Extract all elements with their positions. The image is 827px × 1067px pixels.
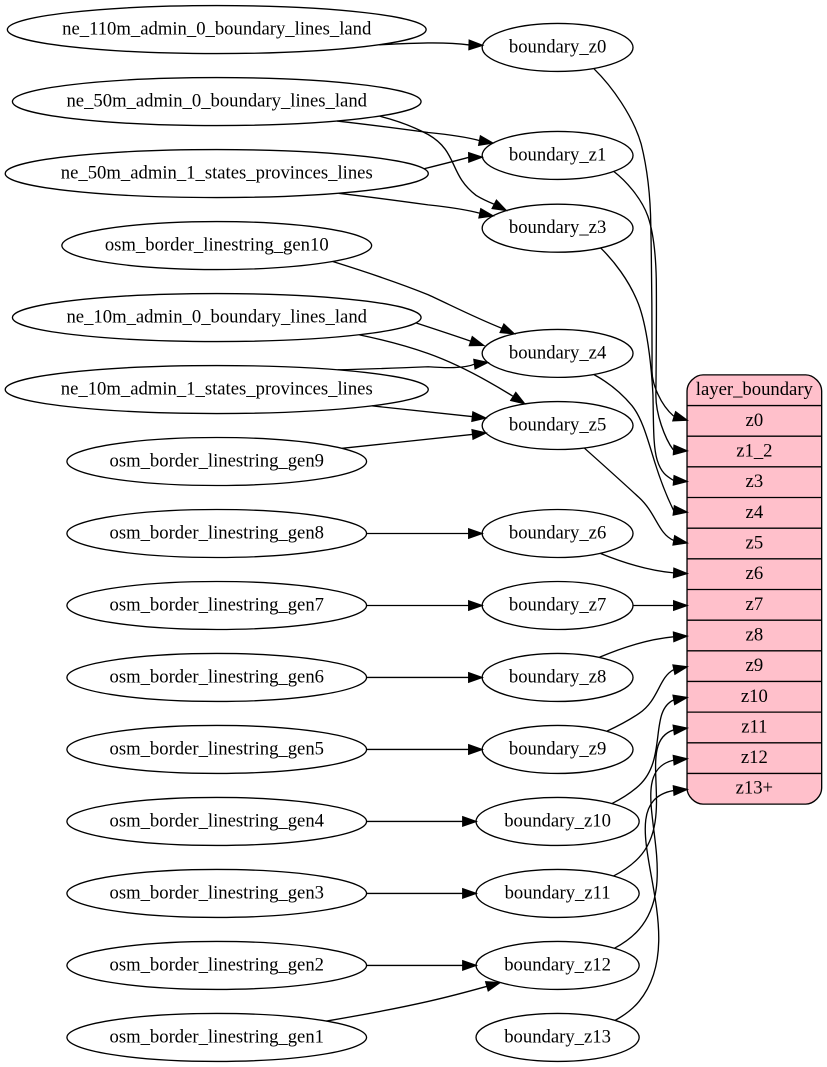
svg-text:z6: z6 bbox=[746, 563, 764, 584]
svg-text:layer_boundary: layer_boundary bbox=[696, 379, 814, 400]
svg-text:osm_border_linestring_gen9: osm_border_linestring_gen9 bbox=[109, 450, 324, 471]
svg-text:boundary_z3: boundary_z3 bbox=[509, 217, 606, 238]
svg-text:z1_2: z1_2 bbox=[736, 440, 772, 461]
svg-text:osm_border_linestring_gen5: osm_border_linestring_gen5 bbox=[109, 738, 324, 759]
svg-text:boundary_z13: boundary_z13 bbox=[504, 1026, 611, 1047]
svg-text:boundary_z4: boundary_z4 bbox=[509, 342, 607, 363]
svg-text:boundary_z6: boundary_z6 bbox=[509, 522, 606, 543]
svg-text:osm_border_linestring_gen8: osm_border_linestring_gen8 bbox=[109, 522, 324, 543]
svg-text:boundary_z12: boundary_z12 bbox=[504, 954, 611, 975]
svg-text:boundary_z9: boundary_z9 bbox=[509, 738, 606, 759]
svg-text:ne_10m_admin_0_boundary_lines_: ne_10m_admin_0_boundary_lines_land bbox=[66, 306, 367, 327]
svg-text:osm_border_linestring_gen3: osm_border_linestring_gen3 bbox=[109, 882, 324, 903]
svg-text:ne_110m_admin_0_boundary_lines: ne_110m_admin_0_boundary_lines_land bbox=[62, 19, 372, 40]
svg-text:z4: z4 bbox=[746, 502, 764, 523]
svg-text:boundary_z1: boundary_z1 bbox=[509, 144, 606, 165]
svg-text:osm_border_linestring_gen7: osm_border_linestring_gen7 bbox=[109, 594, 324, 615]
svg-text:osm_border_linestring_gen10: osm_border_linestring_gen10 bbox=[105, 234, 329, 255]
svg-text:z10: z10 bbox=[741, 686, 768, 707]
svg-text:boundary_z7: boundary_z7 bbox=[509, 594, 606, 615]
svg-text:z0: z0 bbox=[746, 410, 764, 431]
svg-text:z13+: z13+ bbox=[736, 778, 773, 799]
svg-text:osm_border_linestring_gen2: osm_border_linestring_gen2 bbox=[109, 954, 324, 975]
svg-text:z5: z5 bbox=[746, 532, 764, 553]
svg-text:z7: z7 bbox=[746, 594, 764, 615]
svg-text:boundary_z5: boundary_z5 bbox=[509, 414, 606, 435]
svg-text:z3: z3 bbox=[746, 471, 764, 492]
svg-text:ne_10m_admin_1_states_province: ne_10m_admin_1_states_provinces_lines bbox=[61, 378, 373, 399]
svg-text:boundary_z8: boundary_z8 bbox=[509, 666, 606, 687]
svg-text:osm_border_linestring_gen1: osm_border_linestring_gen1 bbox=[109, 1026, 324, 1047]
svg-text:boundary_z10: boundary_z10 bbox=[504, 810, 611, 831]
svg-text:z12: z12 bbox=[741, 747, 768, 768]
svg-text:z11: z11 bbox=[741, 716, 767, 737]
svg-text:boundary_z0: boundary_z0 bbox=[509, 36, 606, 57]
svg-text:ne_50m_admin_0_boundary_lines_: ne_50m_admin_0_boundary_lines_land bbox=[66, 91, 367, 112]
svg-text:osm_border_linestring_gen6: osm_border_linestring_gen6 bbox=[109, 666, 324, 687]
svg-text:z8: z8 bbox=[746, 624, 764, 645]
svg-text:ne_50m_admin_1_states_province: ne_50m_admin_1_states_provinces_lines bbox=[61, 162, 373, 183]
svg-text:boundary_z11: boundary_z11 bbox=[505, 882, 611, 903]
svg-text:osm_border_linestring_gen4: osm_border_linestring_gen4 bbox=[109, 810, 324, 831]
svg-text:z9: z9 bbox=[746, 655, 764, 676]
